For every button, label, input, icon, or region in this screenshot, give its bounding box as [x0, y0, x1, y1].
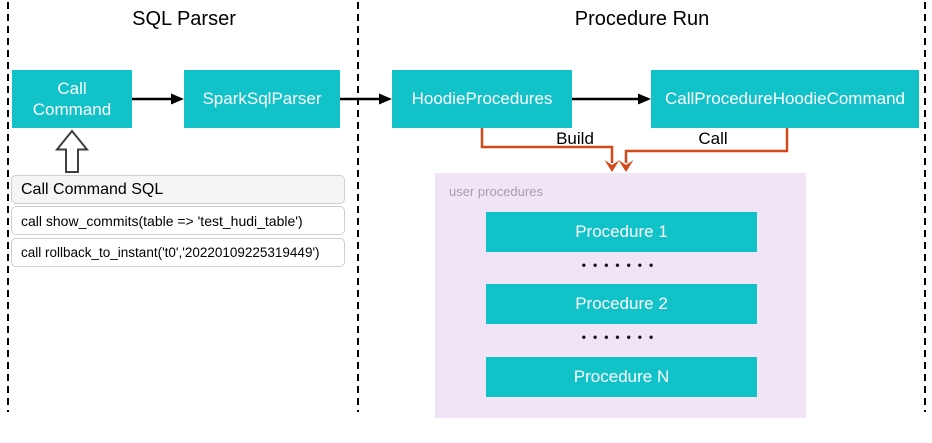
- arrow-callcommand-to-parser: [132, 93, 184, 105]
- sql-panel-header: Call Command SQL: [11, 175, 345, 204]
- arrow-parser-to-hoodieprocedures: [340, 93, 392, 105]
- node-call-command: Call Command: [12, 70, 132, 128]
- node-hoodie-procedures: HoodieProcedures: [392, 70, 572, 128]
- procedure-box-n: Procedure N: [486, 357, 757, 397]
- dashed-separator-left: [7, 2, 9, 412]
- sql-panel-row: call rollback_to_instant('t0','202201092…: [11, 238, 345, 267]
- procedure-box-1: Procedure 1: [486, 212, 757, 252]
- edge-label-call: Call: [698, 129, 728, 148]
- sql-panel-row: call show_commits(table => 'test_hudi_ta…: [11, 206, 345, 235]
- user-procedures-label: user procedures: [449, 184, 543, 199]
- dashed-separator-right: [924, 2, 926, 412]
- hollow-up-arrow: [54, 129, 90, 173]
- procedure-box-2: Procedure 2: [486, 284, 757, 324]
- edge-build: [480, 128, 620, 172]
- ellipsis-dots: •••••••: [581, 330, 661, 344]
- dashed-separator-middle: [357, 2, 359, 412]
- node-spark-sql-parser: SparkSqlParser: [184, 70, 340, 128]
- section-title-procedure-run: Procedure Run: [574, 8, 710, 30]
- edge-label-build: Build: [556, 129, 594, 148]
- node-call-procedure-hoodie-command: CallProcedureHoodieCommand: [651, 70, 919, 128]
- user-procedures-panel: user procedures Procedure 1 ••••••• Proc…: [435, 173, 806, 418]
- section-title-sql-parser: SQL Parser: [132, 8, 236, 30]
- arrow-hoodieprocedures-to-cphc: [572, 93, 651, 105]
- ellipsis-dots: •••••••: [581, 258, 661, 272]
